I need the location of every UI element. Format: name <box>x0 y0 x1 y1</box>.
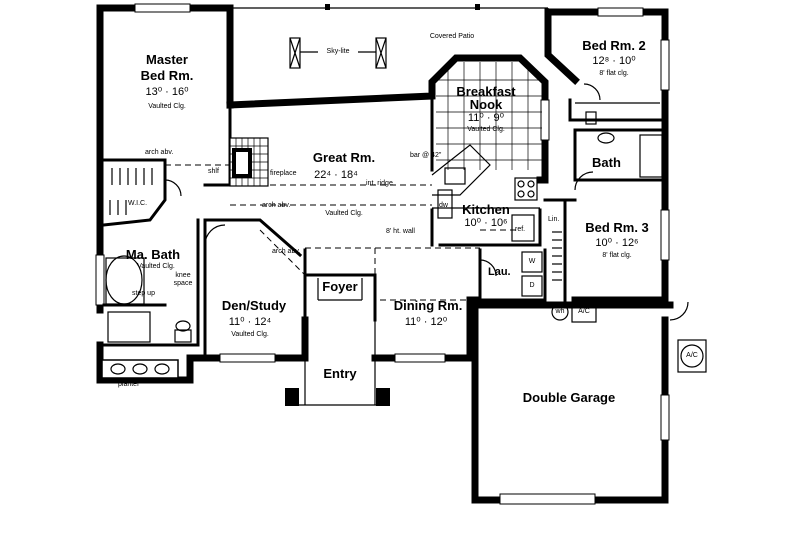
wall-height-label: 8' ht. wall <box>386 228 415 235</box>
planter-label: planter <box>118 381 140 388</box>
kitchen-counters <box>431 144 540 242</box>
wh-label: wh <box>555 308 565 315</box>
dining-label: Dining Rm. <box>393 298 463 313</box>
skylight-right <box>375 37 387 69</box>
closet-shelving <box>109 102 660 281</box>
bath-fixtures <box>105 111 663 343</box>
dw-label: dw <box>439 202 448 209</box>
fireplace-label: fireplace <box>270 170 297 177</box>
ref-label: ref. <box>515 226 526 233</box>
windows <box>95 3 670 441</box>
master-bed-dims: 13⁰ · 16⁰ <box>145 86 189 98</box>
shlf-label: shlf <box>208 168 219 175</box>
bed2-note: 8' flat clg. <box>599 70 629 77</box>
planter-box <box>101 359 179 379</box>
washer-box <box>521 251 543 273</box>
covered-patio-label: Covered Patio <box>429 33 475 40</box>
arch-label-2: arch abv. <box>262 202 291 209</box>
bath-label: Bath <box>592 155 621 170</box>
den-dims: 11⁰ · 12⁴ <box>228 316 272 328</box>
step-up-label: step up <box>132 290 155 297</box>
dining-dims: 11⁰ · 12⁰ <box>404 316 448 328</box>
master-bed-label-2: Bed Rm. <box>140 68 194 83</box>
great-room-label: Great Rm. <box>312 150 376 165</box>
kitchen-dims: 10⁰ · 10⁶ <box>464 217 508 229</box>
ma-bath-label: Ma. Bath <box>125 247 181 262</box>
den-note: Vaulted Clg. <box>231 331 269 338</box>
wic-label: W.I.C. <box>128 200 148 207</box>
kitchen-label: Kitchen <box>462 202 510 217</box>
bed3-dims: 10⁰ · 12⁶ <box>595 237 639 249</box>
knee-space-label: knee space <box>173 272 193 287</box>
den-label: Den/Study <box>221 298 287 313</box>
bed3-label: Bed Rm. 3 <box>585 220 649 235</box>
ma-bath-note: Vaulted Clg. <box>137 263 175 270</box>
outdoor-ac-label: A/C <box>686 352 698 359</box>
arch-label-3: arch abv. <box>272 248 301 255</box>
int-ridge-label: int. ridge <box>366 180 393 187</box>
great-room-note: Vaulted Clg. <box>325 210 363 217</box>
outdoor-ac-unit <box>677 339 707 373</box>
nook-dims: 11⁰ · 9⁰ <box>467 112 505 124</box>
water-heater <box>551 303 569 321</box>
interior-walls <box>102 90 667 360</box>
bed2-label: Bed Rm. 2 <box>582 38 646 53</box>
skylight-left <box>289 37 301 69</box>
washer-label: W <box>528 258 536 265</box>
ac-unit <box>571 301 597 323</box>
fireplace-symbol <box>229 137 269 187</box>
linen-label: Lin. <box>548 216 560 223</box>
bed3-note: 8' flat clg. <box>602 252 632 259</box>
master-bed-note: Vaulted Clg. <box>148 103 186 110</box>
entry-column-right <box>376 388 390 406</box>
entry-column-left <box>285 388 299 406</box>
great-room-dims: 22⁴ · 18⁴ <box>314 169 358 181</box>
nook-label-1: Breakfast <box>456 84 516 99</box>
entry-label: Entry <box>323 366 357 381</box>
door-swings <box>164 83 689 321</box>
dryer-box <box>521 275 543 297</box>
bar-label: bar @ 42" <box>410 152 442 159</box>
nook-tile-floor <box>436 62 542 170</box>
laundry-label: Lau. <box>488 266 511 278</box>
arch-label-1: arch abv. <box>145 149 174 156</box>
nook-label-2: Nook <box>469 97 503 112</box>
dryer-label: D <box>529 282 535 289</box>
garage-label: Double Garage <box>522 390 616 405</box>
ac-label: A/C <box>578 308 590 315</box>
foyer-steps <box>317 278 363 301</box>
nook-note: Vaulted Clg. <box>467 126 505 133</box>
foyer-label: Foyer <box>322 279 358 294</box>
master-bed-label-1: Master <box>146 52 188 67</box>
skylite-label: Sky-lite <box>326 48 350 55</box>
garage-door <box>499 493 596 505</box>
bed2-dims: 12⁸ · 10⁰ <box>592 55 636 67</box>
